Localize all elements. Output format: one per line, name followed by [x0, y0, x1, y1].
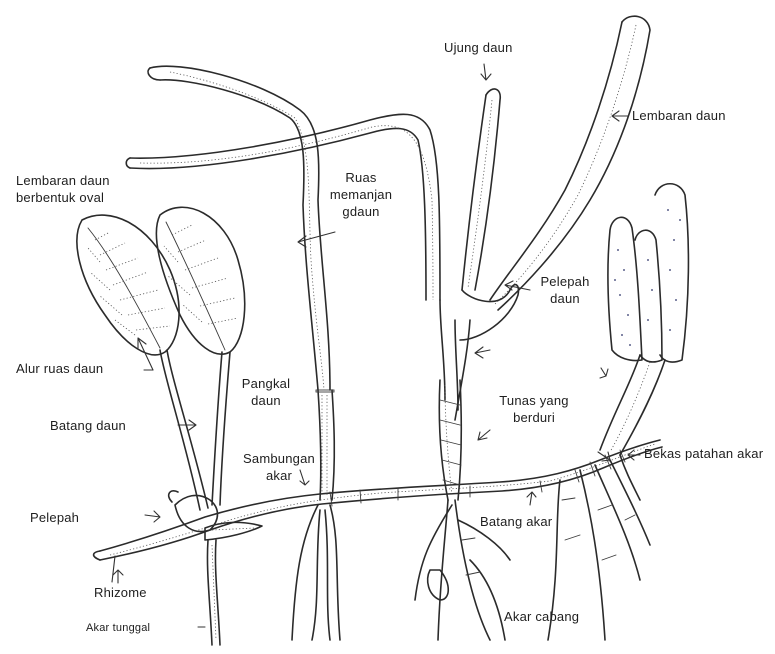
label-ruas-line1: Ruas	[326, 170, 396, 187]
label-akar-tunggal: Akar tunggal	[86, 621, 150, 635]
label-pangkal-line1: Pangkal	[234, 376, 298, 393]
label-ujung-daun: Ujung daun	[444, 40, 513, 57]
right-shoot	[600, 184, 688, 455]
label-alur-ruas-daun: Alur ruas daun	[16, 361, 103, 378]
rhizome-stem	[94, 440, 662, 560]
label-lembaran-daun: Lembaran daun	[632, 108, 726, 125]
label-tunas-line1: Tunas yang	[486, 393, 582, 410]
label-lembaran-oval-line2: berbentuk oval	[16, 190, 104, 207]
label-batang-daun: Batang daun	[50, 418, 126, 435]
label-ruas-line2: memanjan	[326, 187, 396, 204]
label-pelepah: Pelepah	[30, 510, 79, 527]
label-pangkal-line2: daun	[234, 393, 298, 410]
label-arrows	[113, 64, 640, 627]
twisted-leaf	[126, 66, 440, 500]
stipple-dots	[614, 209, 681, 346]
label-sambungan-line2: akar	[234, 468, 324, 485]
label-akar-cabang: Akar cabang	[504, 609, 579, 626]
label-pelepah-daun-line1: Pelepah	[530, 274, 600, 291]
label-bekas-patahan-akar: Bekas patahan akar	[644, 446, 763, 463]
label-tunas-line2: berduri	[486, 410, 582, 427]
label-rhizome: Rhizome	[94, 585, 147, 602]
label-lembaran-oval-line1: Lembaran daun	[16, 173, 110, 190]
label-batang-akar: Batang akar	[480, 514, 552, 531]
label-sambungan-line1: Sambungan	[234, 451, 324, 468]
label-pelepah-daun-line2: daun	[530, 291, 600, 308]
center-upright-leaves	[439, 16, 650, 500]
label-ruas-line3: gdaun	[326, 204, 396, 221]
